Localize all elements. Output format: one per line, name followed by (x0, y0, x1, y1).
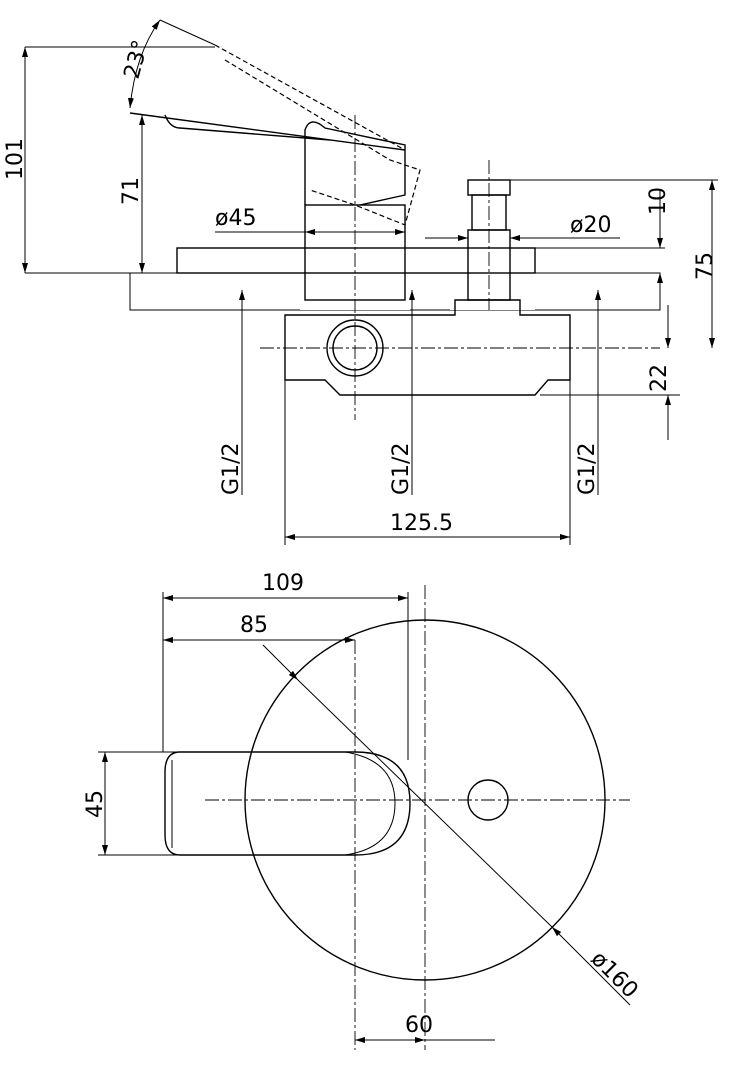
dim-101: 101 (3, 138, 28, 180)
handle (129, 112, 406, 151)
dim-d160: ø160 (586, 947, 643, 1004)
dim-125-5: 125.5 (390, 511, 453, 536)
handle-raised (214, 44, 421, 226)
dim-d20: ø20 (570, 213, 611, 238)
side-view: 23° 101 71 ø45 ø20 10 75 22 G1/2 G (3, 19, 718, 545)
dim-85: 85 (240, 613, 268, 638)
angle-label: 23° (120, 37, 154, 81)
concealed-box (284, 299, 571, 396)
dim-60: 60 (405, 1013, 433, 1038)
dim-10: 10 (646, 187, 671, 215)
dim-22: 22 (647, 364, 672, 392)
dim-45: 45 (83, 790, 108, 818)
dim-d45: ø45 (215, 206, 256, 231)
thread-label-middle: G1/2 (389, 443, 414, 495)
cover-plate (176, 247, 536, 274)
dim-75: 75 (693, 252, 718, 280)
top-view: 109 85 45 ø160 60 (83, 571, 643, 1050)
thread-label-right: G1/2 (575, 443, 600, 495)
dim-71: 71 (119, 177, 144, 205)
thread-label-left: G1/2 (219, 443, 244, 495)
dim-109: 109 (262, 571, 304, 596)
handle-outline (164, 751, 411, 856)
